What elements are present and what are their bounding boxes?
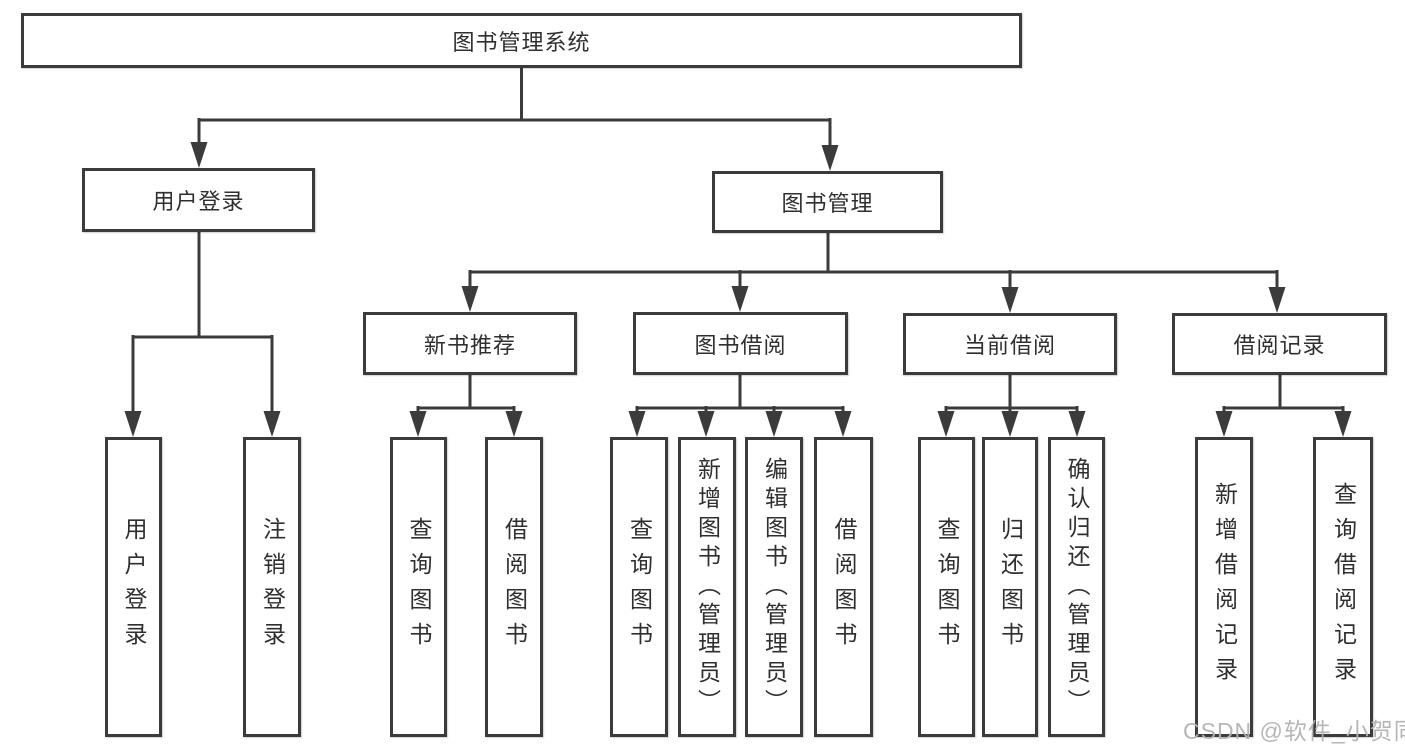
node-root: 图书管理系统 [21, 13, 1022, 68]
leaf-query-books-1-label: 查询图书 [406, 517, 432, 657]
node-new-book-recommend-label: 新书推荐 [423, 332, 516, 358]
node-new-book-recommend: 新书推荐 [363, 312, 577, 375]
connector-book-management-to-level3 [461, 231, 1286, 313]
connector-current-borrow-to-leaves [937, 373, 1086, 437]
node-book-borrow-label: 图书借阅 [694, 332, 787, 358]
leaf-add-borrow-record-label: 新增借阅记录 [1211, 482, 1238, 692]
leaf-confirm-return-admin: 确认归还（管理员） [1048, 437, 1105, 737]
leaf-borrow-books-1: 借阅图书 [485, 437, 543, 737]
leaf-query-books-3: 查询图书 [918, 437, 975, 737]
node-root-label: 图书管理系统 [452, 29, 591, 55]
node-book-management: 图书管理 [712, 171, 943, 233]
leaf-query-borrow-record: 查询借阅记录 [1313, 437, 1373, 737]
node-user-login-group-label: 用户登录 [152, 189, 245, 214]
node-current-borrow-label: 当前借阅 [963, 333, 1056, 358]
leaf-return-books-label: 归还图书 [997, 517, 1024, 657]
leaf-confirm-return-admin-label: 确认归还（管理员） [1064, 456, 1090, 718]
leaf-add-books-admin-label: 新增图书（管理员） [694, 456, 721, 718]
leaf-user-login: 用户登录 [105, 437, 162, 737]
node-borrow-records: 借阅记录 [1172, 313, 1387, 375]
node-book-borrow: 图书借阅 [633, 312, 848, 375]
leaf-borrow-books-1-label: 借阅图书 [501, 517, 528, 657]
leaf-query-books-2: 查询图书 [610, 437, 668, 737]
leaf-edit-books-admin: 编辑图书（管理员） [745, 437, 803, 737]
node-user-login-group: 用户登录 [82, 168, 315, 232]
connector-root-to-level2 [190, 66, 839, 171]
node-current-borrow: 当前借阅 [903, 313, 1117, 375]
leaf-add-borrow-record: 新增借阅记录 [1195, 437, 1253, 737]
leaf-query-books-3-label: 查询图书 [934, 517, 960, 657]
watermark: CSDN @软件_小贺同学 [1183, 718, 1405, 744]
node-book-management-label: 图书管理 [781, 191, 874, 216]
leaf-query-books-2-label: 查询图书 [626, 517, 653, 657]
leaf-user-login-label: 用户登录 [121, 517, 147, 657]
leaf-query-books-1: 查询图书 [390, 437, 447, 737]
leaf-borrow-books-2-label: 借阅图书 [831, 517, 857, 657]
connector-book-borrow-to-leaves [628, 373, 852, 437]
connector-borrow-records-to-leaves [1215, 373, 1352, 437]
leaf-borrow-books-2: 借阅图书 [814, 437, 873, 737]
leaf-edit-books-admin-label: 编辑图书（管理员） [761, 456, 788, 718]
leaf-return-books: 归还图书 [982, 437, 1038, 737]
connector-user-login-to-leaves [124, 230, 281, 437]
leaf-logout-label: 注销登录 [259, 517, 286, 657]
connector-new-book-to-leaves [409, 373, 523, 437]
node-borrow-records-label: 借阅记录 [1233, 333, 1326, 358]
leaf-query-borrow-record-label: 查询借阅记录 [1330, 482, 1357, 692]
leaf-logout: 注销登录 [243, 437, 301, 737]
leaf-add-books-admin: 新增图书（管理员） [678, 437, 736, 737]
